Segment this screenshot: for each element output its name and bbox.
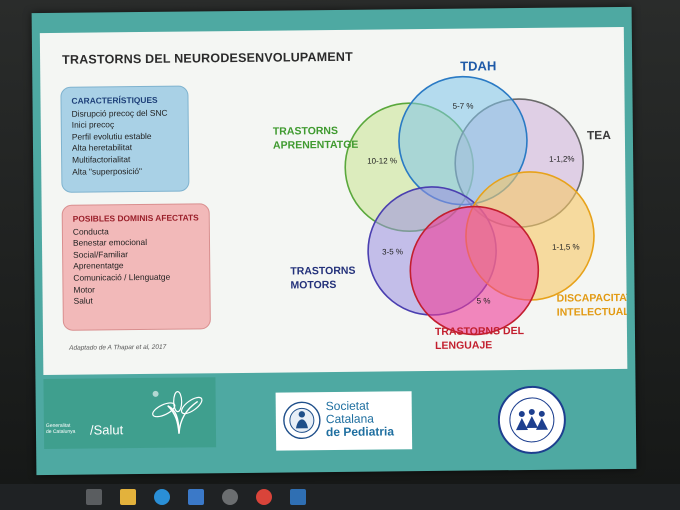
settings-gear-icon[interactable]	[222, 489, 238, 505]
projected-screen: TRASTORNS DEL NEURODESENVOLUPAMENT CARAC…	[31, 6, 637, 476]
slide: TRASTORNS DEL NEURODESENVOLUPAMENT CARAC…	[39, 26, 628, 376]
venn-label-motors-1: TRASTORNS	[290, 265, 355, 278]
venn-label-lenguaje-2: LENGUAJE	[435, 339, 492, 352]
scp-text: Societat Catalana de Pediatria	[326, 399, 394, 439]
salut-text: /Salut	[89, 422, 124, 438]
venn-pct-tdah: 5-7 %	[453, 102, 474, 111]
edge-browser-icon[interactable]	[154, 489, 170, 505]
venn-pct-aprenentatge: 10-12 %	[367, 156, 397, 165]
venn-pct-lenguaje: 5 %	[477, 296, 491, 305]
venn-pct-tea: 1-1,2%	[549, 154, 574, 163]
store-icon[interactable]	[188, 489, 204, 505]
flower-logo-icon	[152, 390, 203, 434]
venn-label-aprenentatge-1: TRASTORNS	[273, 125, 338, 138]
venn-label-tdah: TDAH	[460, 58, 496, 73]
venn-label-tea: TEA	[587, 128, 611, 142]
venn-pct-motors: 3-5 %	[382, 247, 403, 256]
gencat-line: de Catalunya	[45, 428, 76, 436]
scp-seal-icon	[283, 401, 321, 440]
task-view-icon[interactable]	[86, 489, 102, 505]
venn-label-lenguaje-1: TRASTORNS DEL	[435, 325, 525, 338]
chrome-browser-icon[interactable]	[256, 489, 272, 505]
venn-diagram: TDAH TEA TRASTORNS APRENENTATGE DISCAPAC…	[273, 58, 628, 352]
slide-footer: Generalitat de Catalunya /Salut Soc	[43, 373, 628, 454]
acei-logo-icon	[497, 385, 566, 454]
venn-pct-discapacitat: 1-1,5 %	[552, 242, 580, 251]
scp-line: de Pediatria	[325, 424, 395, 440]
scp-logo: Societat Catalana de Pediatria	[275, 391, 413, 451]
salut-banner: Generalitat de Catalunya /Salut	[43, 377, 217, 450]
venn-label-discapacitat-1: DISCAPACITAT	[557, 292, 628, 305]
presentation-app-icon[interactable]	[290, 489, 306, 505]
venn-label-motors-2: MOTORS	[290, 279, 336, 291]
file-explorer-icon[interactable]	[120, 489, 136, 505]
taskbar	[0, 484, 680, 510]
venn-label-discapacitat-2: INTELECTUAL	[557, 306, 628, 319]
venn-label-aprenentatge-2: APRENENTATGE	[273, 139, 358, 152]
venn-circle-lenguaje	[409, 205, 540, 336]
gencat-logo: Generalitat de Catalunya	[46, 423, 76, 435]
